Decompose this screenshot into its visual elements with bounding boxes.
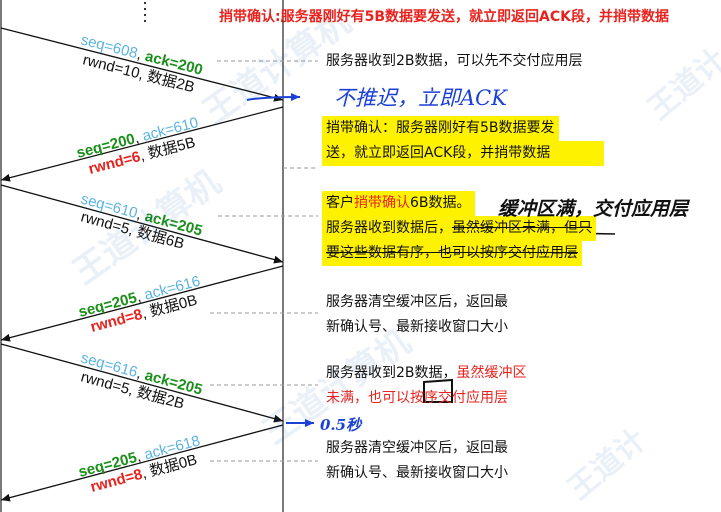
segment-arrow-1	[0, 27, 284, 102]
pen-arrow-1	[246, 93, 301, 102]
note-3-line-2: 服务器收到数据后，虽然缓冲区未满，但只	[322, 216, 596, 241]
segment-arrow-5	[0, 343, 284, 423]
note-3-line-3: 要这些数据有序，也可以按序交付应用层	[322, 241, 582, 266]
pen-box-mark	[423, 378, 453, 403]
segment-arrow-6	[0, 424, 284, 502]
note-2-line-2: 送，就立即返回ACK段，并捎带数据	[322, 141, 604, 166]
note-2-line-1: 捎带确认：服务器刚好有5B数据要发	[322, 116, 559, 141]
note-5: 服务器收到2B数据，虽然缓冲区未满，也可以按序交付应用层	[326, 365, 527, 406]
note-1: 服务器收到2B数据，可以先不交付应用层	[326, 53, 583, 69]
note-4: 服务器清空缓冲区后，返回最新确认号、最新接收窗口大小	[326, 294, 508, 335]
handwritten-note-1: 不推迟，立即ACK	[334, 86, 507, 110]
note-2: 捎带确认：服务器刚好有5B数据要发 送，就立即返回ACK段，并捎带数据	[322, 116, 604, 166]
note-3-line-1: 客户捎带确认6B数据。	[322, 191, 475, 216]
handwritten-note-2: 缓冲区满，交付应用层	[498, 198, 689, 220]
handwritten-note-3: 0.5秒	[320, 416, 362, 434]
note-3: 客户捎带确认6B数据。 服务器收到数据后，虽然缓冲区未满，但只 要这些数据有序，…	[322, 191, 596, 266]
header-note: 捎带确认:服务器刚好有5B数据要发送，就立即返回ACK段，并捎带数据	[219, 9, 669, 25]
segment-arrow-4	[0, 265, 284, 342]
segment-arrow-2	[0, 106, 284, 182]
segment-arrow-3	[0, 184, 284, 264]
note-6: 服务器清空缓冲区后，返回最新确认号、最新接收窗口大小	[326, 440, 508, 481]
